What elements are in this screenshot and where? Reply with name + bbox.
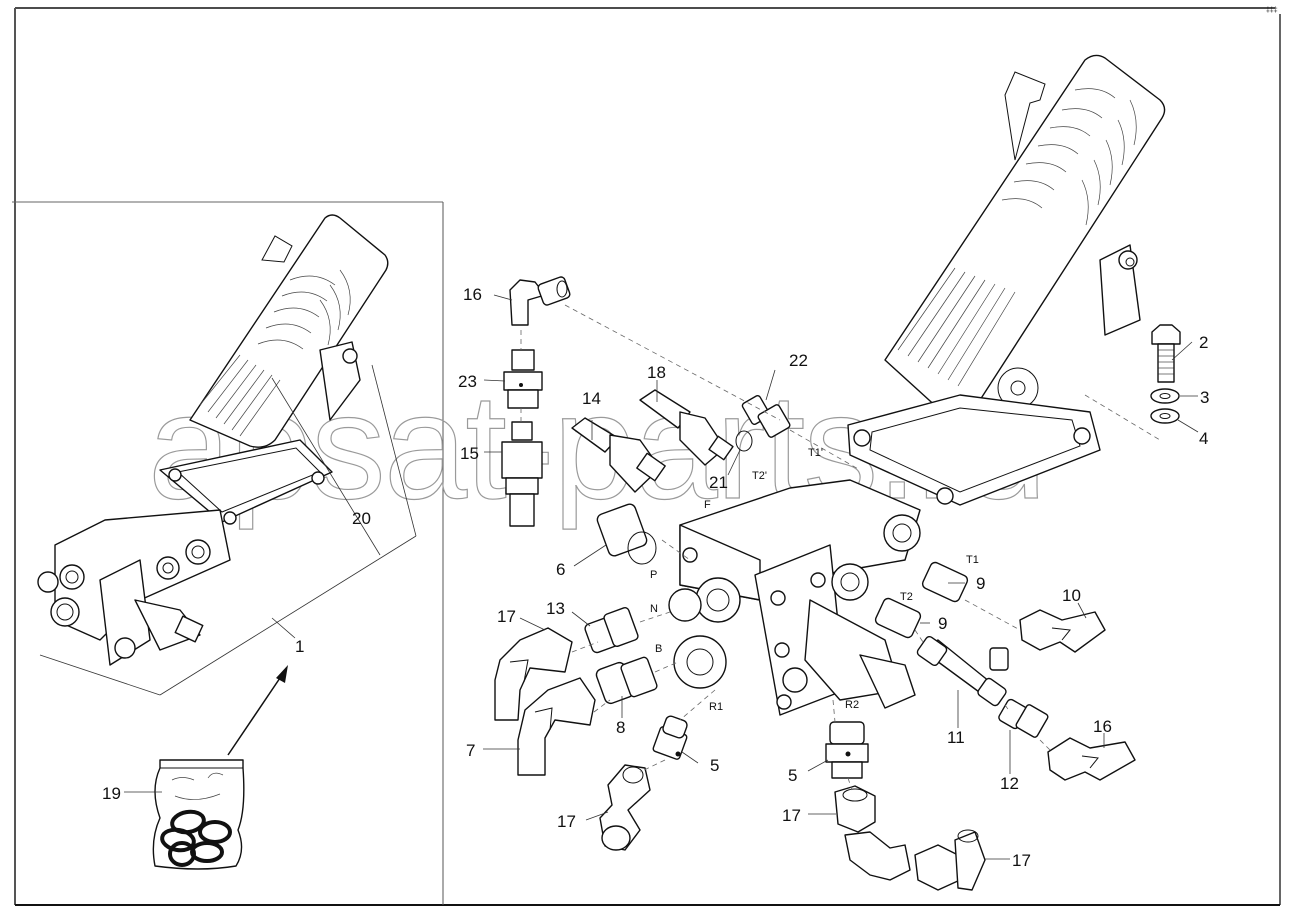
fitting-9-upper bbox=[921, 561, 969, 603]
fitting-17-lower-left bbox=[599, 764, 651, 851]
port-labels: P N B F R1 R2 T1 T2 T1' T2' bbox=[650, 447, 979, 713]
callout-21: 21 bbox=[709, 473, 728, 492]
port-label-P: P bbox=[650, 569, 657, 581]
callout-17-lower-right: 17 bbox=[1012, 851, 1031, 870]
o-ring-21 bbox=[735, 430, 753, 452]
washer-4 bbox=[1150, 408, 1180, 424]
fitting-22 bbox=[741, 395, 791, 438]
callout-15: 15 bbox=[460, 444, 479, 463]
fitting-16-top bbox=[509, 276, 571, 326]
callout-labels: 2 3 4 5 5 6 7 8 9 9 10 11 12 13 14 15 16… bbox=[458, 285, 1209, 870]
fitting-6 bbox=[596, 503, 657, 565]
port-label-T2-prime: T2' bbox=[752, 470, 767, 482]
callout-2: 2 bbox=[1199, 333, 1208, 352]
fitting-10 bbox=[1019, 609, 1106, 653]
callout-8: 8 bbox=[616, 718, 625, 737]
fitting-14 bbox=[571, 417, 666, 493]
callout-10: 10 bbox=[1062, 586, 1081, 605]
main-pedal-valve bbox=[668, 54, 1166, 716]
callout-9-lower: 9 bbox=[938, 614, 947, 633]
fitting-7 bbox=[517, 677, 596, 776]
callout-19: 19 bbox=[102, 784, 121, 803]
fitting-9-lower bbox=[874, 597, 922, 639]
callout-1: 1 bbox=[295, 637, 304, 656]
fitting-17-lower-middle bbox=[834, 785, 911, 881]
callout-5-right: 5 bbox=[788, 766, 797, 785]
callout-17-lower-middle: 17 bbox=[782, 806, 801, 825]
port-label-T1-prime: T1' bbox=[808, 447, 823, 459]
callout-22: 22 bbox=[789, 351, 808, 370]
callout-5-left: 5 bbox=[710, 756, 719, 775]
fitting-23 bbox=[503, 349, 543, 409]
drawing-frame: ‡‡‡ bbox=[12, 7, 1281, 906]
callout-16-top: 16 bbox=[463, 285, 482, 304]
fitting-15 bbox=[501, 421, 543, 527]
bolt-2 bbox=[1151, 324, 1181, 383]
fitting-12 bbox=[998, 698, 1049, 738]
port-label-F: F bbox=[704, 499, 711, 511]
o-ring-kit-bag bbox=[152, 759, 245, 870]
callout-4: 4 bbox=[1199, 429, 1208, 448]
port-label-R2: R2 bbox=[845, 699, 859, 711]
callout-17-upper: 17 bbox=[497, 607, 516, 626]
fitting-16-right bbox=[1047, 737, 1136, 781]
port-label-T1: T1 bbox=[966, 554, 979, 566]
port-label-B: B bbox=[655, 643, 662, 655]
port-label-N: N bbox=[650, 603, 658, 615]
callout-18: 18 bbox=[647, 363, 666, 382]
port-label-T2: T2 bbox=[900, 591, 913, 603]
callout-17-lower-left: 17 bbox=[557, 812, 576, 831]
fitting-8 bbox=[595, 656, 658, 705]
assembly-dashed-lines bbox=[520, 304, 1161, 791]
fitting-17-lower-right bbox=[914, 829, 986, 891]
inset-assembled-pedal-valve bbox=[37, 214, 417, 696]
fitting-5-left bbox=[652, 715, 688, 760]
fitting-11-tee bbox=[916, 635, 1009, 707]
fitting-17-upper bbox=[494, 627, 573, 721]
fitting-13 bbox=[584, 607, 639, 654]
callout-3: 3 bbox=[1200, 388, 1209, 407]
port-label-R1: R1 bbox=[709, 701, 723, 713]
callout-6: 6 bbox=[556, 560, 565, 579]
arrow-icon bbox=[227, 665, 288, 756]
callout-23: 23 bbox=[458, 372, 477, 391]
fitting-5-right bbox=[825, 721, 869, 779]
callout-16-right: 16 bbox=[1093, 717, 1112, 736]
callout-9-upper: 9 bbox=[976, 574, 985, 593]
callout-7: 7 bbox=[466, 741, 475, 760]
callout-13: 13 bbox=[546, 599, 565, 618]
callout-leader-lines bbox=[483, 294, 1199, 860]
corner-mark: ‡‡‡ bbox=[1266, 7, 1278, 14]
callout-20: 20 bbox=[352, 509, 371, 528]
callout-11: 11 bbox=[947, 728, 965, 747]
callout-12: 12 bbox=[1000, 774, 1019, 793]
washer-3 bbox=[1150, 388, 1180, 404]
fitting-18 bbox=[639, 389, 734, 466]
callout-14: 14 bbox=[582, 389, 601, 408]
